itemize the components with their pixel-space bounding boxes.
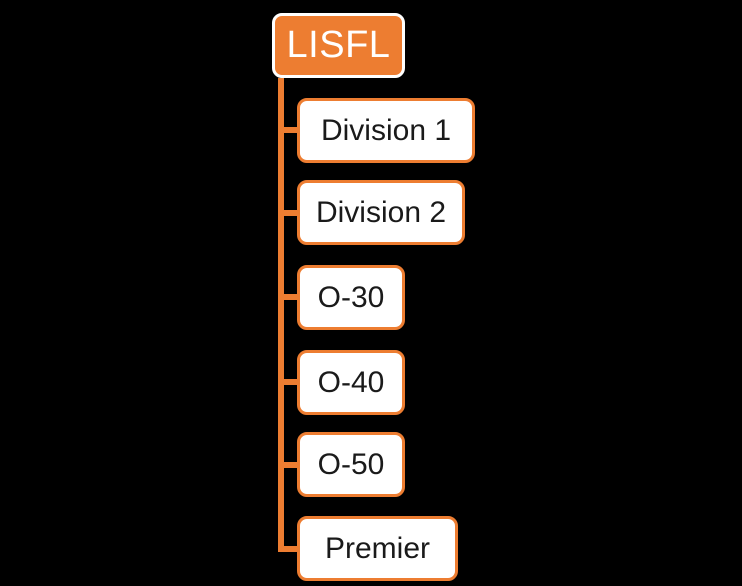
- node-o-30: O-30: [297, 265, 405, 330]
- connector-elbow-premier: [278, 546, 298, 552]
- connector-branch-division-1: [278, 127, 298, 133]
- node-division-2: Division 2: [297, 180, 465, 245]
- node-division-1-label: Division 1: [320, 113, 452, 147]
- connector-branch-division-2: [278, 210, 298, 216]
- node-division-1: Division 1: [297, 98, 475, 163]
- root-node-lisfl: LISFL: [272, 13, 405, 78]
- node-premier-label: Premier: [324, 531, 430, 565]
- connector-branch-o-40: [278, 379, 298, 385]
- node-division-2-label: Division 2: [315, 195, 447, 229]
- node-o-50-label: O-50: [317, 447, 385, 481]
- node-o-40-label: O-40: [317, 365, 385, 399]
- connector-trunk-line: [278, 78, 284, 552]
- node-premier: Premier: [297, 516, 458, 581]
- node-o-50: O-50: [297, 432, 405, 497]
- root-node-label: LISFL: [286, 24, 391, 66]
- node-o-40: O-40: [297, 350, 405, 415]
- connector-branch-o-30: [278, 294, 298, 300]
- connector-branch-o-50: [278, 462, 298, 468]
- node-o-30-label: O-30: [317, 280, 385, 314]
